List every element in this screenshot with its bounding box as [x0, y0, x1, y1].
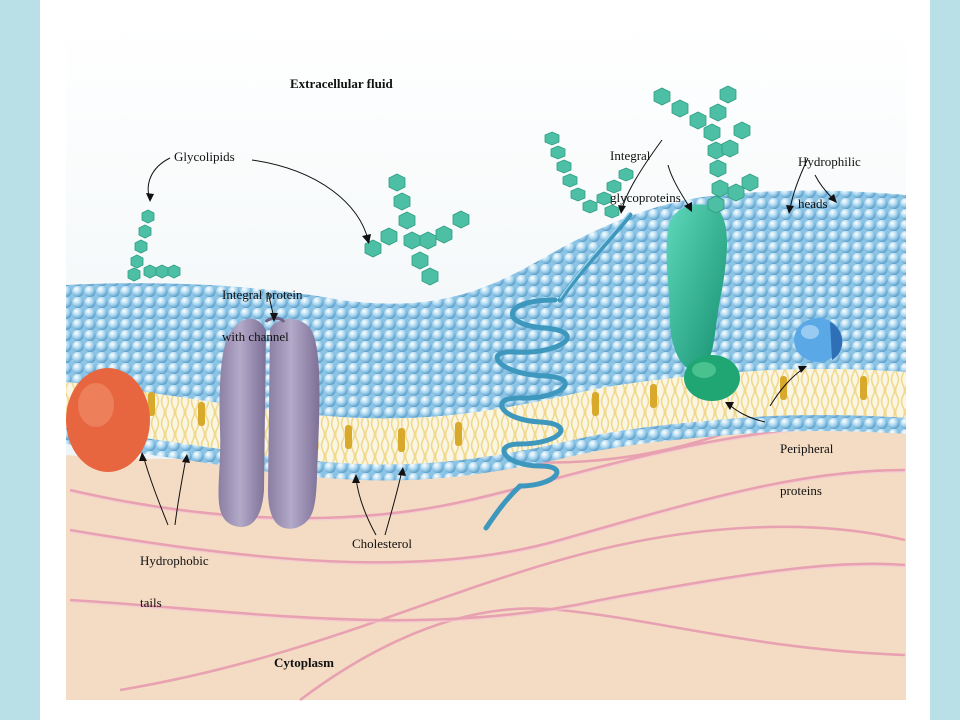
integral-glycoprotein: [666, 204, 727, 371]
label-hydrophobic-line2: tails: [140, 595, 162, 610]
label-hydrophilic-line2: heads: [798, 196, 828, 211]
peripheral-protein-green: [684, 355, 740, 401]
arrowheads: [139, 193, 837, 483]
label-integral-glyco-line2: glycoproteins: [610, 190, 681, 205]
label-cytoplasm: Cytoplasm: [274, 655, 334, 670]
label-glycolipids: Glycolipids: [174, 149, 235, 164]
glycoprotein-chain-helix: [544, 131, 634, 219]
label-cholesterol: Cholesterol: [352, 536, 412, 551]
label-integral-protein-line1: Integral protein: [222, 287, 303, 302]
label-integral-glyco-line1: Integral: [610, 148, 651, 163]
glycolipid-chain-right: [364, 173, 470, 286]
label-extracellular-fluid: Extracellular fluid: [290, 76, 393, 91]
glycoprotein-chain-green: [653, 85, 759, 214]
label-integral-glycoproteins: Integral glycoproteins: [610, 121, 681, 233]
label-peripheral-line2: proteins: [780, 483, 822, 498]
label-hydrophobic-line1: Hydrophobic: [140, 553, 209, 568]
helix-protein: [483, 212, 633, 531]
channel-protein: [218, 316, 320, 529]
label-hydrophilic-line1: Hydrophilic: [798, 154, 861, 169]
label-hydrophilic-heads: Hydrophilic heads: [798, 127, 861, 239]
glycolipid-chain-left: [127, 209, 181, 282]
sugar-chains: [127, 85, 759, 286]
label-hydrophobic-tails: Hydrophobic tails: [140, 526, 209, 638]
label-integral-protein-line2: with channel: [222, 329, 289, 344]
label-integral-protein: Integral protein with channel: [222, 260, 303, 372]
label-peripheral-proteins: Peripheral proteins: [780, 414, 833, 526]
label-peripheral-line1: Peripheral: [780, 441, 834, 456]
cholesterol-molecules: [148, 376, 867, 452]
